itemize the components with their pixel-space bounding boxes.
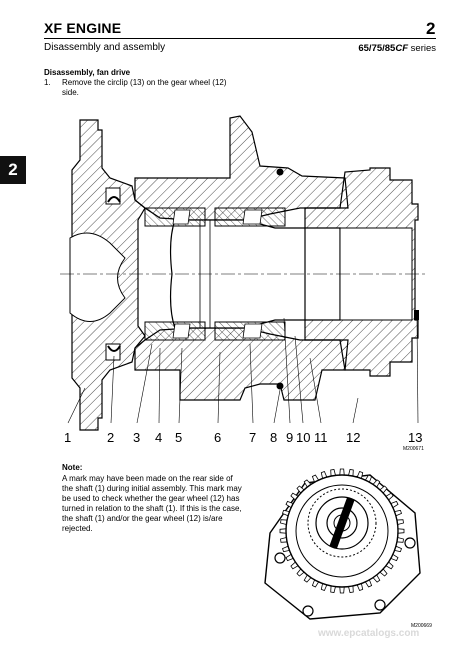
page-title: XF ENGINE — [44, 20, 122, 36]
note-text: A mark may have been made on the rear si… — [62, 474, 242, 533]
figure-1-id: M200671 — [403, 446, 424, 452]
note-heading: Note: — [62, 463, 83, 472]
callout-3: 3 — [133, 430, 140, 444]
callout-13: 13 — [408, 430, 422, 444]
callout-5: 5 — [175, 430, 182, 444]
gear-wheel-drawing — [264, 468, 421, 620]
callout-7: 7 — [249, 430, 256, 444]
step-number: 1. — [44, 78, 51, 87]
step-text: Remove the circlip (13) on the gear whee… — [62, 78, 227, 97]
watermark: www.epcatalogs.com — [318, 628, 420, 639]
section-heading: Disassembly, fan drive — [44, 68, 131, 77]
series-word: series — [408, 43, 436, 54]
callout-2: 2 — [107, 430, 114, 444]
page-subtitle: Disassembly and assembly — [44, 42, 166, 53]
callout-9: 9 — [286, 430, 293, 444]
series-models: 65/75/85 — [358, 43, 396, 54]
callout-11: 11 — [314, 430, 328, 444]
callout-12: 12 — [346, 430, 360, 444]
series-suffix: CF — [395, 43, 409, 54]
callout-4: 4 — [155, 430, 162, 444]
callout-1: 1 — [64, 430, 71, 444]
chapter-side-tab: 2 — [0, 156, 26, 184]
fan-drive-section-drawing: 1 2 3 4 5 6 7 8 9 10 11 12 13 — [60, 115, 428, 444]
callout-10: 10 — [296, 430, 310, 444]
callout-6: 6 — [214, 430, 221, 444]
header-rule — [44, 38, 436, 39]
series-label: 65/75/85CF series — [358, 43, 436, 54]
callout-8: 8 — [270, 430, 277, 444]
chapter-number: 2 — [426, 19, 436, 38]
figure-2-id: M200669 — [411, 623, 432, 629]
